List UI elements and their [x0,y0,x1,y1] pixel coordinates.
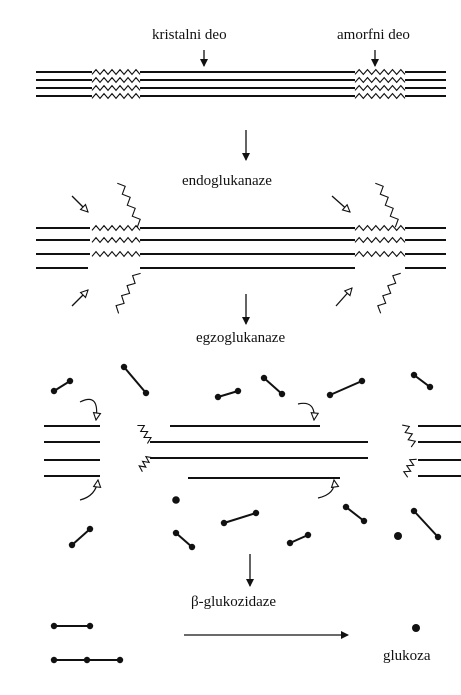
cellobiose-5-unit-a [326,391,334,399]
cellobiose-3-bond [217,390,239,398]
cellobiose-2-bond [123,366,147,394]
cellobiose-11-unit-a [342,503,350,511]
enzyme-attack-arrow-left-bottom [71,290,88,307]
cellobiose-8-unit-b [188,543,196,551]
legend-cellotriose-unit-c [116,656,124,664]
release-arrow-left-bottom [79,480,98,501]
glucose-unit-1 [172,496,180,504]
label-crystalline-region: kristalni deo [152,27,227,43]
enzyme-attack-arrow-right-top [331,195,350,212]
cut-strand-2-amorphous-right [354,236,406,244]
cut-strand-3-amorphous [91,250,141,258]
cellobiose-4-bond [263,377,283,395]
cellulose-strands [36,71,461,479]
cellobiose-5-bond [329,380,363,396]
cellobiose-4-unit-a [260,374,268,382]
cellobiose-1-unit-a [50,387,58,395]
frayed-end-right-top [375,182,399,228]
frayed-end-left-top [117,182,141,228]
cellobiose-6-unit-b [426,383,434,391]
release-arrow-left-top [79,398,97,420]
cellobiose-5-unit-b [358,377,366,385]
release-arrow-mid-bottom [317,480,334,499]
frayed-right-bottom [402,458,417,478]
cellobiose-7-unit-b [86,525,94,533]
cut-strand-1-amorphous [91,224,141,232]
frayed-end-right-bottom [377,272,401,314]
enzyme-attack-arrow-right-bottom [335,288,352,307]
glucose-unit-2 [394,532,402,540]
arrows [71,50,379,639]
cellobiose-12-unit-b [434,533,442,541]
cut-strand-3-amorphous-right [354,250,406,258]
frayed-mid-left-bottom [138,455,153,472]
cellobiose-3-unit-b [234,387,242,395]
cellobiose-7-bond [71,528,91,546]
cellobiose-10-unit-a [286,539,294,547]
cellobiose-10-unit-b [304,531,312,539]
label-glucose: glukoza [383,648,431,664]
fibril-strand-3-amorphous-left [91,84,141,92]
cellobiose-3-unit-a [214,393,222,401]
glucose-product [412,624,420,632]
cellobiose-6-unit-a [410,371,418,379]
label-beta-glucosidases: β-glukozidaze [191,594,277,610]
fibril-strand-1-amorphous-right [354,68,406,76]
label-endoglucanases: endoglukanaze [182,173,272,189]
enzyme-attack-arrow-left-top [71,195,88,212]
cellobiose-4-unit-b [278,390,286,398]
cut-strand-1-amorphous-right [354,224,406,232]
cellobiose-2-unit-b [142,389,150,397]
cellobiose-6-bond [413,374,431,388]
cellobiose-11-bond [345,506,365,522]
cellobiose-9-bond [223,512,257,524]
amorphous-regions [91,68,417,478]
cellobiose-9-unit-b [252,509,260,517]
release-arrow-mid-top [297,402,314,420]
cellobiose-9-unit-a [220,519,228,527]
fibril-strand-2-amorphous-right [354,76,406,84]
cellobiose-11-unit-b [360,517,368,525]
cellobiose-7-unit-a [68,541,76,549]
cellobiose-1-unit-b [66,377,74,385]
cellobiose-2-unit-a [120,363,128,371]
fibril-strand-4-amorphous-right [354,92,406,100]
fibril-strand-1-amorphous-left [91,68,141,76]
oligosaccharides [50,363,442,664]
cellobiose-8-unit-a [172,529,180,537]
cut-strand-2-amorphous [91,236,141,244]
legend-cellobiose-unit-b [86,622,94,630]
frayed-end-left-bottom [115,272,141,314]
frayed-right-top [402,424,417,448]
legend-cellotriose-unit-b [83,656,91,664]
legend-cellobiose-unit-a [50,622,58,630]
fibril-strand-3-amorphous-right [354,84,406,92]
fibril-strand-4-amorphous-left [91,92,141,100]
label-exoglucanases: egzoglukanaze [196,330,286,346]
label-amorphous-region: amorfni deo [337,27,410,43]
cellobiose-8-bond [175,532,193,548]
fibril-strand-2-amorphous-left [91,76,141,84]
cellobiose-12-bond [413,510,439,538]
cellobiose-12-unit-a [410,507,418,515]
cellobiose-10-bond [289,534,309,544]
frayed-mid-left-top [137,424,152,444]
legend-cellotriose-unit-a [50,656,58,664]
